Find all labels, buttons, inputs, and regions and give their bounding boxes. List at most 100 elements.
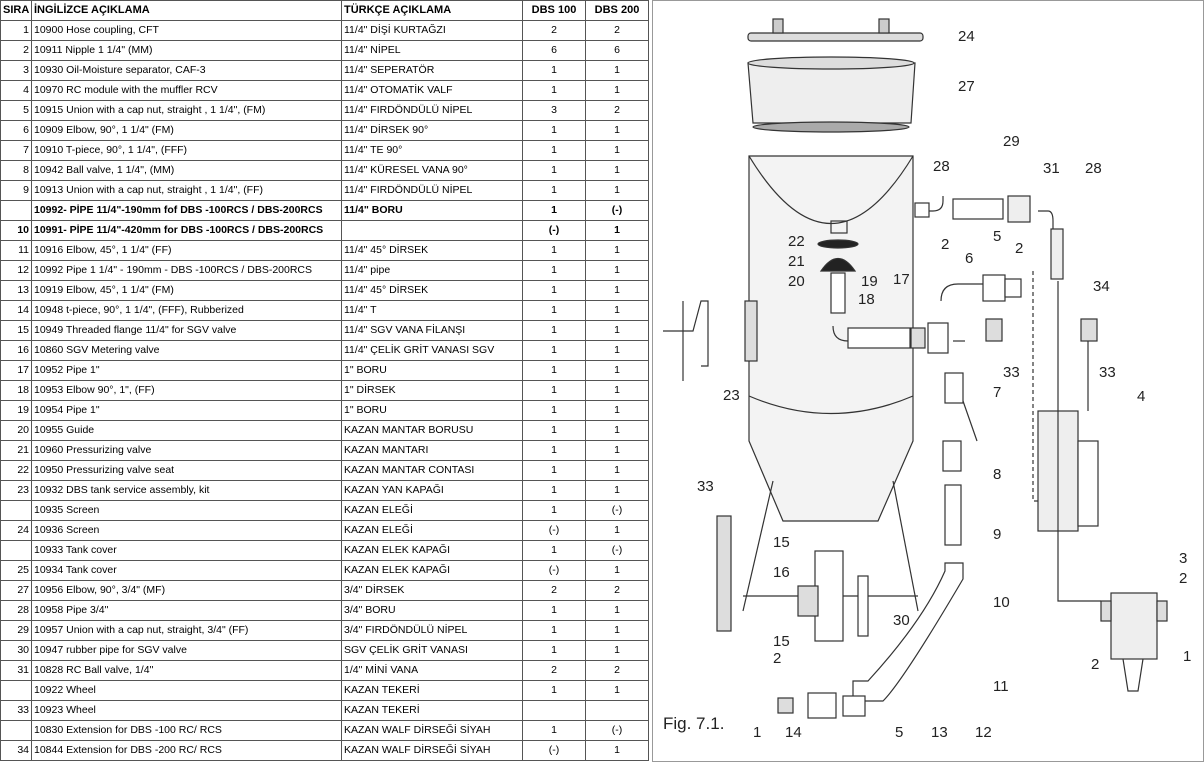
callout-19: 19 (861, 273, 878, 290)
dbs100-qty: 1 (522, 300, 586, 321)
english-description: 10909 Elbow, 90°, 1 1/4" (FM) (31, 120, 342, 141)
english-description: 10957 Union with a cap nut, straight, 3/… (31, 620, 342, 641)
dbs100-qty: 1 (522, 540, 586, 561)
dbs200-qty: 1 (585, 300, 649, 321)
dbs100-qty: 1 (522, 80, 586, 101)
callout-12: 12 (975, 724, 992, 741)
turkish-description: KAZAN TEKERİ (341, 700, 523, 721)
turkish-description: KAZAN ELEK KAPAĞI (341, 540, 523, 561)
turkish-description: 11/4" BORU (341, 200, 523, 221)
dbs100-qty: 1 (522, 340, 586, 361)
table-row: 7 10910 T-piece, 90°, 1 1/4", (FFF)11/4"… (0, 140, 649, 161)
figure-caption: Fig. 7.1. (663, 714, 724, 733)
english-description: 10992 Pipe 1 1/4" - 190mm - DBS -100RCS … (31, 260, 342, 281)
callout-2d: 2 (773, 650, 781, 667)
dbs100-qty: 1 (522, 480, 586, 501)
dbs200-qty: 1 (585, 600, 649, 621)
turkish-description: KAZAN WALF DİRSEĞİ SİYAH (341, 720, 523, 741)
row-number: 16 (0, 340, 32, 361)
turkish-description: 3/4" DİRSEK (341, 580, 523, 601)
dbs200-qty: 1 (585, 220, 649, 241)
turkish-description: KAZAN ELEK KAPAĞI (341, 560, 523, 581)
dbs100-qty: 1 (522, 500, 586, 521)
callout-28: 29 (1003, 133, 1020, 150)
dbs100-qty: 1 (522, 60, 586, 81)
callout-30: 30 (893, 612, 910, 629)
header-dbs100: DBS 100 (522, 0, 586, 21)
turkish-description: 1" BORU (341, 400, 523, 421)
dbs200-qty: (-) (585, 720, 649, 741)
header-english: İNGİLİZCE AÇIKLAMA (31, 0, 342, 21)
dbs100-qty: 1 (522, 620, 586, 641)
dbs100-qty: 1 (522, 460, 586, 481)
row-number: 25 (0, 560, 32, 581)
turkish-description: 11/4" SGV VANA FİLANŞI (341, 320, 523, 341)
turkish-description: KAZAN MANTARI (341, 440, 523, 461)
row-number: 19 (0, 400, 32, 421)
turkish-description: 3/4" BORU (341, 600, 523, 621)
dbs100-qty: 1 (522, 720, 586, 741)
dbs200-qty: 6 (585, 40, 649, 61)
callout-17: 17 (893, 271, 910, 288)
row-number: 4 (0, 80, 32, 101)
english-description: 10935 Screen (31, 500, 342, 521)
row-number: 18 (0, 380, 32, 401)
dbs200-qty: 1 (585, 60, 649, 81)
callout-31b: 33 (1099, 364, 1116, 381)
table-row: 10992- PİPE 11/4"-190mm fof DBS -100RCS … (0, 200, 649, 221)
english-description: 10828 RC Ball valve, 1/4" (31, 660, 342, 681)
turkish-description: 3/4" FIRDÖNDÜLÜ NİPEL (341, 620, 523, 641)
row-number: 23 (0, 480, 32, 501)
english-description: 10947 rubber pipe for SGV valve (31, 640, 342, 661)
turkish-description: 11/4" NİPEL (341, 40, 523, 61)
dbs100-qty: 2 (522, 660, 586, 681)
english-description: 10911 Nipple 1 1/4" (MM) (31, 40, 342, 61)
row-number: 22 (0, 460, 32, 481)
turkish-description: KAZAN TEKERİ (341, 680, 523, 701)
turkish-description: 11/4" ÇELİK GRİT VANASI SGV (341, 340, 523, 361)
callout-31a: 33 (1003, 364, 1020, 381)
dbs100-qty: 3 (522, 100, 586, 121)
dbs200-qty: 1 (585, 640, 649, 661)
dbs100-qty: 1 (522, 420, 586, 441)
row-number: 14 (0, 300, 32, 321)
row-number: 7 (0, 140, 32, 161)
parts-table-container: SIRA İNGİLİZCE AÇIKLAMA TÜRKÇE AÇIKLAMA … (0, 0, 649, 761)
exploded-diagram: 24 27 29 28 31 28 2 5 6 2 34 22 21 20 19… (652, 0, 1204, 762)
dbs200-qty: 2 (585, 580, 649, 601)
callout-10: 10 (993, 594, 1010, 611)
row-number: 9 (0, 180, 32, 201)
callout-13: 13 (931, 724, 948, 741)
english-description: 10922 Wheel (31, 680, 342, 701)
row-number: 15 (0, 320, 32, 341)
callout-18: 18 (858, 291, 875, 308)
turkish-description: 11/4" SEPERATÖR (341, 60, 523, 81)
dbs200-qty: 1 (585, 240, 649, 261)
english-description: 10916 Elbow, 45°, 1 1/4" (FF) (31, 240, 342, 261)
dbs200-qty: 1 (585, 340, 649, 361)
turkish-description: 11/4" OTOMATİK VALF (341, 80, 523, 101)
callout-2e: 2 (1091, 656, 1099, 673)
row-number: 8 (0, 160, 32, 181)
callout-24: 27 (958, 78, 975, 95)
english-description: 10953 Elbow 90°, 1", (FF) (31, 380, 342, 401)
turkish-description: 11/4" FIRDÖNDÜLÜ NİPEL (341, 180, 523, 201)
callout-23: 23 (723, 387, 740, 404)
dbs100-qty: 1 (522, 160, 586, 181)
dbs200-qty: 1 (585, 480, 649, 501)
row-number: 24 (0, 520, 32, 541)
english-description: 10942 Ball valve, 1 1/4", (MM) (31, 160, 342, 181)
dbs100-qty: 1 (522, 400, 586, 421)
row-number: 5 (0, 100, 32, 121)
dbs200-qty: 2 (585, 100, 649, 121)
turkish-description: KAZAN MANTAR CONTASI (341, 460, 523, 481)
dbs200-qty: 1 (585, 260, 649, 281)
turkish-description: SGV ÇELİK GRİT VANASI (341, 640, 523, 661)
dbs200-qty: 1 (585, 400, 649, 421)
